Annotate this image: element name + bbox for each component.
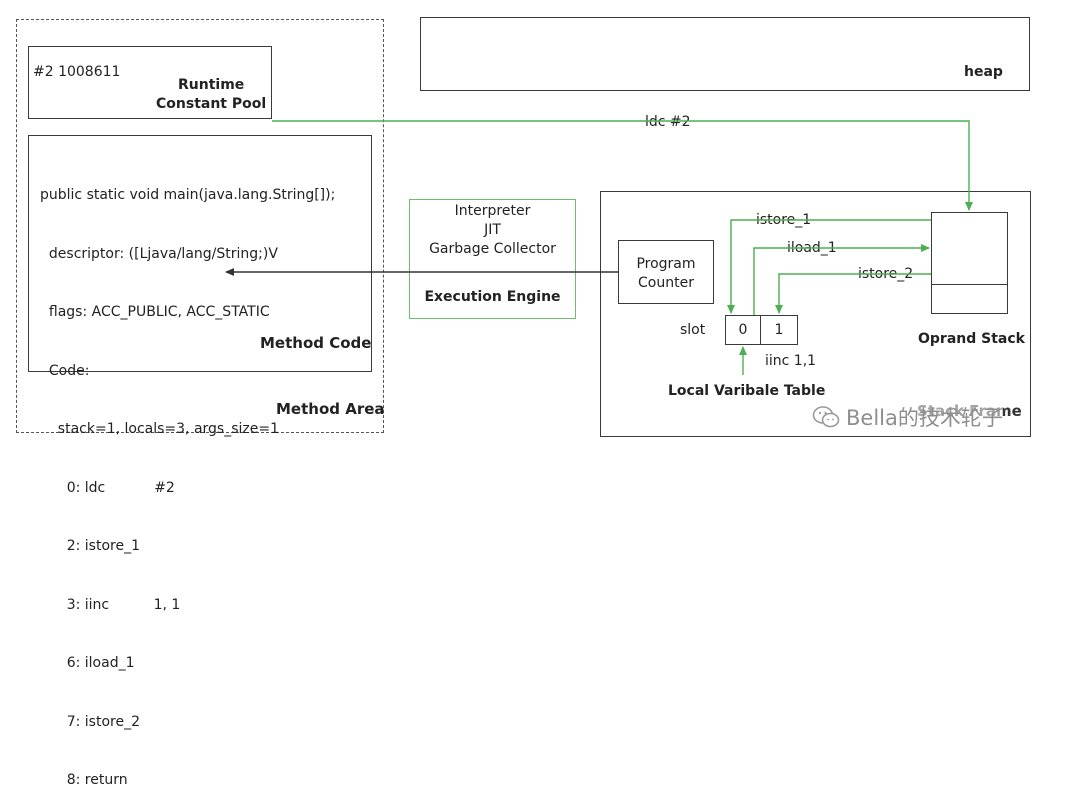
heap-label: heap (964, 64, 1003, 80)
method-area (16, 19, 384, 433)
ldc-arrow (272, 120, 973, 211)
istore1-arrow (727, 219, 931, 314)
code-line: flags: ACC_PUBLIC, ACC_STATIC (40, 304, 270, 320)
slot-1-value: 1 (774, 322, 784, 338)
constant-pool-entry: #2 1008611 (33, 64, 121, 80)
method-code-label: Method Code (260, 334, 372, 352)
operand-stack-divider (931, 284, 1008, 286)
constant-pool-title-line2: Constant Pool (156, 96, 267, 112)
heap-box (420, 17, 1030, 91)
wechat-icon (812, 406, 840, 428)
program-counter-box (618, 240, 714, 304)
code-line: 7: istore_2 (40, 713, 140, 730)
engine-item-interpreter: Interpreter (454, 203, 531, 219)
iinc-arrow-label: iinc 1,1 (765, 353, 817, 369)
slot-1 (760, 315, 798, 345)
code-line: 8: return (40, 772, 128, 788)
watermark: Bella的技术轮子 (812, 402, 1003, 432)
code-line: stack=1, locals=3, args_size=1 (40, 421, 280, 437)
watermark-text: Bella的技术轮子 (846, 402, 1003, 432)
slot-label: slot (680, 322, 706, 338)
code-line: 3: iinc 1, 1 (40, 596, 181, 613)
engine-item-gc: Garbage Collector (429, 241, 556, 257)
slot-0-value: 0 (738, 322, 748, 338)
ldc-arrow-label: ldc #2 (643, 114, 693, 130)
operand-stack-label: Oprand Stack (918, 331, 1025, 347)
code-line: Code: (40, 362, 90, 379)
code-line: 2: istore_1 (40, 538, 140, 554)
engine-item-jit: JIT (484, 222, 501, 238)
code-line: public static void main(java.lang.String… (40, 187, 336, 203)
program-counter-line2: Counter (638, 275, 694, 291)
runtime-constant-pool (28, 46, 272, 119)
program-counter-line1: Program (636, 256, 696, 272)
code-line: descriptor: ([Ljava/lang/String;)V (40, 245, 278, 262)
execution-engine-label: Execution Engine (424, 289, 561, 305)
method-area-label: Method Area (276, 400, 385, 418)
iload1-arrow (753, 244, 930, 315)
istore2-arrow (775, 273, 931, 314)
local-variable-table-label: Local Varibale Table (668, 383, 826, 399)
execution-engine-box (409, 199, 576, 319)
connector-lines (225, 120, 973, 375)
constant-pool-title-line1: Runtime (178, 77, 245, 93)
code-line: 6: iload_1 (40, 655, 135, 671)
slot-0 (725, 315, 761, 345)
method-code-box (28, 135, 372, 372)
code-line: 0: ldc #2 (40, 479, 175, 496)
operand-stack-box (931, 212, 1008, 314)
